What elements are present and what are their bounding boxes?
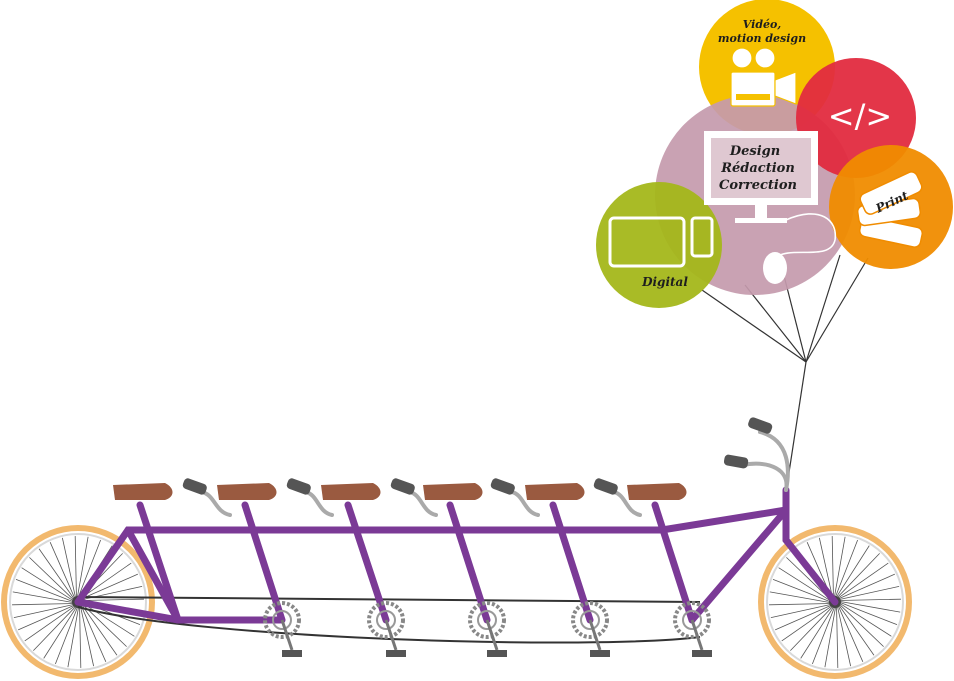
wheel-spoke	[824, 605, 837, 668]
desktop-computer-icon	[704, 131, 837, 284]
wheel-spoke	[772, 578, 832, 603]
wheel-spoke	[43, 605, 78, 659]
wheel-spoke	[77, 539, 102, 599]
wheel-spoke	[15, 578, 75, 603]
chainring-icon	[468, 601, 506, 639]
wheel-spoke	[833, 536, 846, 599]
wheel-spoke	[837, 603, 875, 656]
wheel-spoke	[79, 605, 82, 668]
wheel-spoke	[54, 605, 79, 665]
wheel-spoke	[774, 604, 833, 631]
video-label-1: Vidéo,	[743, 18, 782, 31]
chainring-hub	[682, 610, 702, 630]
crank-arm	[384, 619, 398, 651]
wheel-spoke	[17, 604, 76, 631]
chainring-icon	[571, 601, 609, 639]
wheel-spoke	[80, 573, 139, 600]
wheel-spoke	[790, 605, 834, 651]
balloon-cluster: </> Design Rédaction Correction Vidéo, m…	[596, 0, 953, 308]
saddles	[113, 483, 687, 500]
chainring-icon	[263, 601, 301, 639]
chainring-icon	[367, 601, 405, 639]
crank-arm	[588, 619, 602, 651]
wheel-spoke	[80, 604, 107, 663]
pedal	[386, 650, 406, 657]
design-label-2: Rédaction	[720, 161, 795, 176]
wheel-spoke	[838, 601, 898, 626]
wheel-spoke	[49, 541, 76, 600]
wheel-spoke	[831, 536, 834, 599]
wheel-spoke	[81, 598, 144, 601]
wheel-spoke	[838, 602, 892, 637]
design-label-3: Correction	[719, 178, 797, 193]
wheel-spoke	[770, 603, 832, 619]
wheel-spoke	[21, 567, 75, 602]
wheel-spoke	[769, 603, 832, 606]
crank-arm	[690, 619, 704, 651]
pedal	[692, 650, 712, 657]
wheel-spoke	[836, 562, 889, 600]
wheel-spoke	[835, 545, 870, 599]
wheel-spoke	[836, 553, 880, 599]
wheel-spoke	[67, 605, 80, 668]
wheel-spoke	[836, 605, 839, 668]
film-camera-icon	[730, 47, 797, 107]
wheel-spoke	[811, 605, 836, 665]
wheel-spoke	[76, 536, 89, 599]
pedal	[487, 650, 507, 657]
chainring-hub	[477, 610, 497, 630]
wheel-spoke	[29, 557, 75, 601]
wheel-spoke	[838, 598, 901, 601]
crank-arm	[280, 619, 294, 651]
wheel-spoke	[769, 591, 832, 604]
wheel-spoke	[79, 605, 95, 667]
wheel-spoke	[33, 605, 77, 651]
wheel-spoke	[61, 537, 77, 599]
wheel-spoke	[836, 605, 852, 667]
handlebar-grips	[182, 417, 773, 495]
mouse-icon	[763, 252, 787, 284]
design-label-1: Design	[729, 144, 780, 159]
tablet-phone-icon	[608, 216, 714, 268]
chainring-hub	[580, 610, 600, 630]
front-wheel	[758, 525, 912, 679]
wheel-spoke	[74, 536, 77, 599]
wheel-spoke	[12, 603, 75, 606]
wheel-spoke	[80, 603, 118, 656]
wheel-spoke	[81, 602, 135, 637]
chainring-hub	[272, 610, 292, 630]
wheel-spoke	[837, 573, 896, 600]
video-label-2: motion design	[718, 32, 806, 45]
code-brackets-icon: </>	[828, 97, 892, 135]
wheel-spoke	[838, 600, 901, 613]
balloon-digital	[596, 182, 722, 308]
wheel-spoke	[838, 603, 884, 647]
pedal	[282, 650, 302, 657]
handlebars	[200, 430, 790, 517]
wheel-spoke	[781, 604, 834, 642]
pedal	[590, 650, 610, 657]
chainrings	[263, 601, 712, 657]
wheel-spoke	[24, 604, 77, 642]
crank-arm	[485, 619, 499, 651]
wheel-spoke	[12, 591, 75, 604]
wheel-spoke	[818, 537, 834, 599]
bike-frame	[74, 486, 839, 624]
wheel-spoke	[13, 603, 75, 619]
book-stack-icon	[856, 171, 924, 248]
chainring-hub	[376, 610, 396, 630]
chainring-icon	[673, 601, 711, 639]
digital-label: Digital	[641, 275, 688, 289]
wheel-spoke	[79, 562, 132, 600]
wheel-spoke	[834, 539, 859, 599]
wheel-spoke	[838, 585, 900, 601]
chain	[77, 596, 701, 644]
wheel-spoke	[38, 548, 76, 601]
wheel-spoke	[778, 567, 832, 602]
wheel-spoke	[800, 605, 835, 659]
wheel-spoke	[837, 604, 864, 663]
